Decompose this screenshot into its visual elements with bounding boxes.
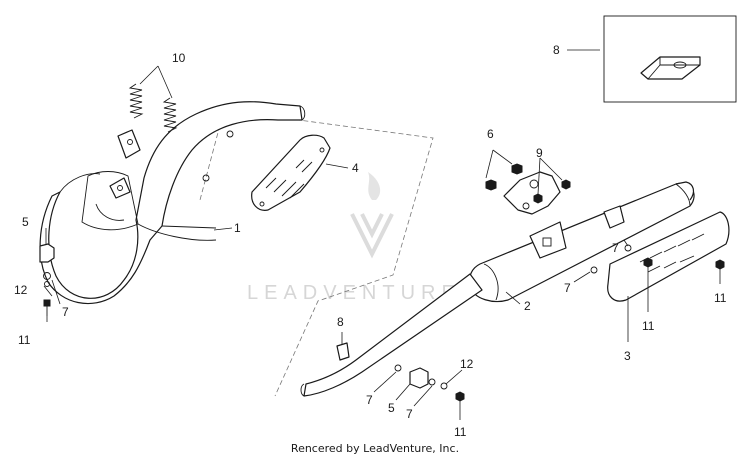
callout-11-bottom: 11 [454,425,467,439]
fasteners [39,163,725,402]
callout-11-left: 11 [18,333,31,347]
callout-labels: 10 1 4 2 3 8 6 9 5 12 7 11 7 7 11 11 8 7… [14,43,727,439]
bolt-11-bottom [455,391,465,402]
callout-5-left: 5 [22,215,29,229]
footer-credit: Rencered by LeadVenture, Inc. [291,442,459,455]
heat-shield-dashed-outline [223,109,434,397]
callout-4: 4 [352,161,359,175]
bolt-left-head [43,299,51,307]
washer-left-2 [44,281,50,287]
washer-7-bottom-b [428,378,436,386]
callout-7-mid-right: 7 [564,281,571,295]
rubber-mount-bottom [409,367,429,389]
callout-12-left: 12 [14,283,28,297]
washer-7-lower [590,266,598,274]
callout-7-bottom-a: 7 [366,393,373,407]
part-8-inset [603,15,737,103]
springs-part-10 [128,83,178,133]
leadventure-watermark: LEADVENTURE [247,172,461,304]
mount-bracket [503,171,561,215]
callout-7-upper-right: 7 [612,241,619,255]
callout-8-inset: 8 [553,43,560,57]
watermark-logo [350,172,394,259]
callout-2: 2 [524,299,531,313]
nut-6a [485,179,497,191]
bolt-11-right [715,259,725,270]
bolt-9a [533,193,543,204]
callout-9: 9 [536,146,543,160]
callout-11-right: 11 [714,291,727,305]
leader-lines [43,49,721,420]
callout-1: 1 [234,221,241,235]
callout-7-left: 7 [62,305,69,319]
callout-3: 3 [624,349,631,363]
callout-11-center: 11 [642,319,655,333]
heat-shield-part-4 [251,134,331,211]
muffler-part-2 [300,181,695,397]
callout-10: 10 [172,51,186,65]
washer-7-upper [624,244,632,252]
callout-6: 6 [487,127,494,141]
callout-5-bottom: 5 [388,401,395,415]
callout-12-bottom: 12 [460,357,474,371]
expansion-chamber-part-1 [39,101,306,305]
callout-7-bottom-b: 7 [406,407,413,421]
bolt-11-center [643,257,653,268]
inset-frame [603,15,737,103]
spring-clip-part-8 [640,56,701,80]
watermark-text: LEADVENTURE [247,282,461,304]
rubber-mount-left [39,243,55,263]
bolt-9b [561,179,571,190]
washer-left-1 [43,272,51,280]
washer-7-bottom-a [394,364,402,372]
callout-8-bottom: 8 [337,315,344,329]
washer-12-bottom [440,382,448,390]
nut-6b [511,163,523,175]
